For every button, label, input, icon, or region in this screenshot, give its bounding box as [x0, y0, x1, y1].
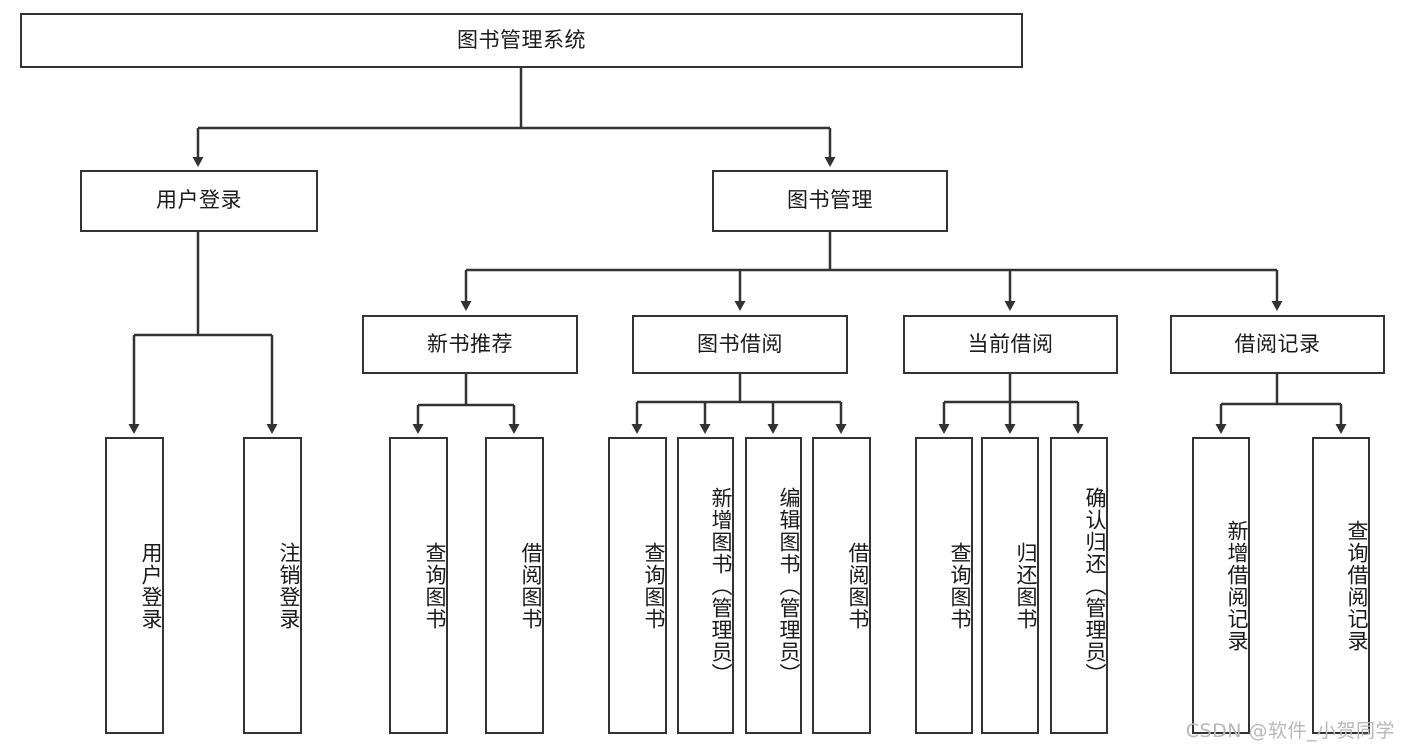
node-book-management-system[interactable]: 图书管理系统 — [20, 13, 1023, 68]
node-leaf-confirm-return[interactable]: 确认归还（管理员） — [1050, 437, 1108, 734]
node-label: 新书推荐 — [427, 331, 513, 356]
node-book-manage[interactable]: 图书管理 — [712, 170, 948, 232]
node-label: 查询借阅记录 — [1345, 519, 1369, 652]
node-label: 借阅图书 — [846, 541, 870, 630]
node-label: 图书管理 — [787, 188, 873, 213]
node-label: 编辑图书（管理员） — [777, 486, 801, 685]
csdn-watermark: CSDN @软件_小贺同学 — [1185, 720, 1395, 742]
node-leaf-add-book[interactable]: 新增图书（管理员） — [677, 437, 734, 734]
node-leaf-return-book[interactable]: 归还图书 — [981, 437, 1039, 734]
node-book-borrow[interactable]: 图书借阅 — [632, 315, 848, 374]
node-leaf-user-login[interactable]: 用户登录 — [105, 437, 164, 734]
node-label: 图书管理系统 — [457, 27, 586, 52]
node-leaf-query-book-1[interactable]: 查询图书 — [389, 437, 448, 734]
node-leaf-borrow-book-2[interactable]: 借阅图书 — [812, 437, 871, 734]
node-label: 图书借阅 — [697, 331, 783, 356]
node-leaf-borrow-book-1[interactable]: 借阅图书 — [485, 437, 544, 734]
node-borrow-record[interactable]: 借阅记录 — [1170, 315, 1385, 374]
node-label: 借阅图书 — [519, 541, 543, 630]
node-leaf-edit-book[interactable]: 编辑图书（管理员） — [745, 437, 802, 734]
node-leaf-query-book-2[interactable]: 查询图书 — [608, 437, 667, 734]
node-label: 归还图书 — [1014, 541, 1038, 630]
node-label: 新增借阅记录 — [1225, 519, 1249, 652]
node-label: 当前借阅 — [967, 331, 1054, 356]
node-label: 新增图书（管理员） — [709, 486, 733, 685]
node-label: 用户登录 — [139, 541, 163, 630]
node-label: 借阅记录 — [1234, 331, 1321, 356]
node-leaf-query-record[interactable]: 查询借阅记录 — [1312, 437, 1370, 734]
node-label: 查询图书 — [423, 541, 447, 630]
node-label: 确认归还（管理员） — [1083, 486, 1107, 685]
node-label: 查询图书 — [948, 541, 972, 630]
node-leaf-query-book-3[interactable]: 查询图书 — [915, 437, 973, 734]
node-leaf-logout-login[interactable]: 注销登录 — [243, 437, 302, 734]
node-current-borrow[interactable]: 当前借阅 — [903, 315, 1118, 374]
node-label: 查询图书 — [642, 541, 666, 630]
node-new-book-recommend[interactable]: 新书推荐 — [362, 315, 578, 374]
node-label: 用户登录 — [156, 188, 242, 213]
node-leaf-add-record[interactable]: 新增借阅记录 — [1192, 437, 1250, 734]
node-label: 注销登录 — [277, 541, 301, 630]
node-user-login[interactable]: 用户登录 — [80, 170, 318, 232]
